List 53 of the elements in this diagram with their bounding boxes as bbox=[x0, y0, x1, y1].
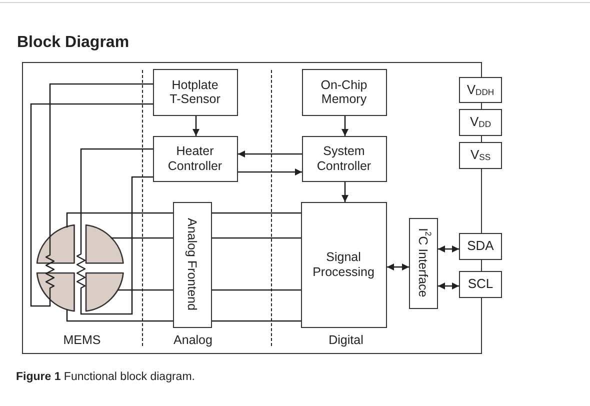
pin-box bbox=[459, 142, 502, 169]
double-arrow bbox=[438, 282, 459, 290]
wire bbox=[66, 212, 173, 228]
arrow bbox=[238, 150, 302, 158]
block-label: On-Chip Memory bbox=[320, 78, 368, 106]
sensor-segment bbox=[37, 272, 74, 311]
sensor-segment bbox=[86, 272, 123, 311]
function-block bbox=[302, 68, 386, 116]
wire bbox=[66, 309, 173, 322]
wire bbox=[118, 289, 173, 291]
pin-label: V$_{DDH}$ bbox=[466, 82, 494, 98]
block-label: Hotplate T-Sensor bbox=[168, 78, 222, 106]
wire bbox=[110, 237, 173, 239]
arrow bbox=[342, 116, 348, 136]
arrow bbox=[238, 168, 302, 176]
pin-box bbox=[459, 271, 502, 298]
pin-label: SCL bbox=[468, 277, 494, 292]
function-block bbox=[152, 136, 238, 182]
region-label: Analog bbox=[174, 333, 212, 348]
sensor-segment bbox=[86, 225, 123, 264]
region-label: MEMS bbox=[63, 333, 101, 348]
double-arrow bbox=[438, 246, 459, 252]
pin-label: V$_{DD}$ bbox=[470, 115, 492, 130]
function-block bbox=[300, 202, 386, 328]
function-block bbox=[302, 136, 386, 182]
pin-box bbox=[459, 109, 502, 136]
wire bbox=[49, 83, 153, 238]
wire bbox=[212, 320, 301, 322]
pin-box bbox=[459, 233, 502, 260]
double-arrow bbox=[387, 264, 409, 270]
pin-box bbox=[459, 77, 502, 103]
block-label: Heater Controller bbox=[166, 144, 224, 173]
pin-label: V$_{SS}$ bbox=[470, 148, 491, 163]
wire bbox=[212, 212, 301, 214]
sensor-segment bbox=[37, 225, 74, 264]
diagram-title: Block Diagram bbox=[17, 33, 130, 52]
wire bbox=[30, 103, 153, 307]
resistor-symbol bbox=[46, 238, 54, 298]
wire bbox=[80, 176, 153, 315]
block-label: System Controller bbox=[316, 144, 372, 173]
arrow bbox=[342, 182, 348, 202]
arrow bbox=[192, 116, 200, 136]
resistor-symbol bbox=[76, 252, 84, 290]
function-block bbox=[152, 68, 238, 116]
figure-caption: Figure 1 Functional block diagram. bbox=[16, 370, 195, 384]
function-block bbox=[172, 202, 212, 328]
wire bbox=[212, 237, 301, 239]
wire bbox=[212, 289, 301, 291]
function-block bbox=[408, 218, 438, 308]
block-label: Analog Frontend bbox=[184, 218, 200, 311]
pin-label: SDA bbox=[467, 239, 494, 254]
region-label: Digital bbox=[328, 333, 364, 348]
block-label: Signal Processing bbox=[312, 250, 376, 279]
